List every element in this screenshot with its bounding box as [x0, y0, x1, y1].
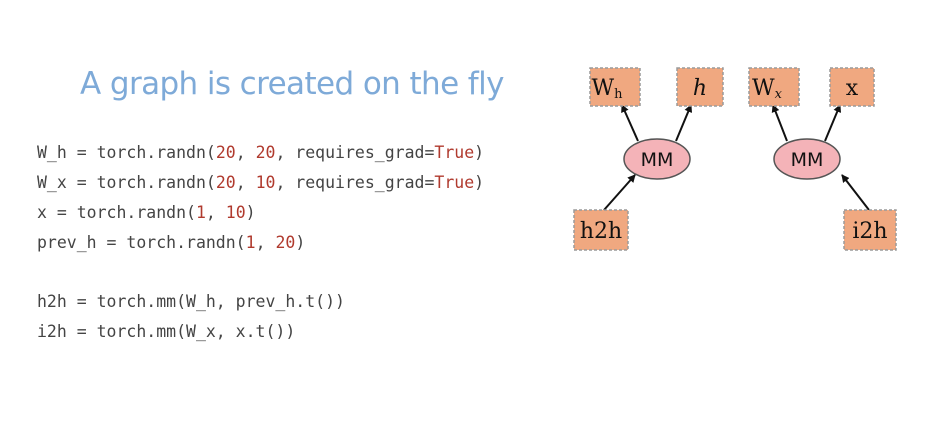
- code-token: 20: [255, 143, 276, 162]
- svg-text:MM: MM: [641, 149, 674, 171]
- code-token: prev_h = torch.randn(: [37, 233, 246, 252]
- edge-i2h-to-mm-right: [841, 174, 870, 211]
- code-token: x = torch.randn(: [37, 203, 196, 222]
- code-token: ,: [255, 233, 276, 252]
- code-token: 20: [215, 173, 236, 192]
- code-token: ,: [235, 173, 256, 192]
- node-mm-left: MM: [623, 138, 691, 180]
- svg-text:x: x: [846, 76, 859, 101]
- edge-mm-right-to-x: [824, 104, 841, 142]
- svg-text:h2h: h2h: [580, 219, 622, 244]
- svg-text:Wx: Wx: [752, 76, 783, 102]
- code-line: W_x = torch.randn(20, 10, requires_grad=…: [37, 168, 484, 198]
- node-h2h: h2h: [573, 209, 629, 251]
- code-line: prev_h = torch.randn(1, 20): [37, 228, 484, 258]
- code-token: , requires_grad=: [275, 143, 435, 162]
- svg-text:MM: MM: [791, 149, 824, 171]
- code-token: 10: [255, 173, 276, 192]
- code-line: W_h = torch.randn(20, 20, requires_grad=…: [37, 138, 484, 168]
- slide-title: A graph is created on the fly: [80, 66, 504, 102]
- svg-text:i2h: i2h: [852, 219, 887, 244]
- code-token: ): [295, 233, 306, 252]
- svg-text:h: h: [693, 76, 707, 101]
- computation-graph: Wh h Wx x MM MM h2h i2h: [573, 67, 897, 251]
- code-token: ,: [205, 203, 226, 222]
- edge-h2h-to-mm-left: [603, 174, 636, 211]
- edge-mm-right-to-wx: [771, 104, 788, 142]
- node-h: h: [676, 67, 724, 107]
- code-token: i2h = torch.mm(W_x, x.t()): [37, 322, 296, 341]
- code-line: h2h = torch.mm(W_h, prev_h.t()): [37, 287, 484, 317]
- node-mm-right: MM: [773, 138, 841, 180]
- code-token: 20: [275, 233, 296, 252]
- code-token: ): [245, 203, 256, 222]
- code-token: 20: [215, 143, 236, 162]
- edge-mm-left-to-wh: [621, 104, 639, 142]
- code-token: W_x = torch.randn(: [37, 173, 216, 192]
- node-x: x: [829, 67, 875, 107]
- code-line: i2h = torch.mm(W_x, x.t()): [37, 317, 484, 347]
- code-line: x = torch.randn(1, 10): [37, 198, 484, 228]
- code-token: 1: [195, 203, 206, 222]
- code-token: , requires_grad=: [275, 173, 435, 192]
- node-w-x: Wx: [748, 67, 800, 107]
- code-token: h2h = torch.mm(W_h, prev_h.t()): [37, 292, 345, 311]
- code-token: ,: [235, 143, 256, 162]
- edge-mm-left-to-h: [675, 104, 692, 142]
- code-token: 1: [245, 233, 256, 252]
- code-token: 10: [225, 203, 246, 222]
- code-blank-line: [37, 258, 484, 287]
- code-token: True: [434, 173, 475, 192]
- code-token: ): [474, 173, 485, 192]
- node-w-h: Wh: [589, 67, 641, 107]
- code-token: ): [474, 143, 485, 162]
- svg-text:Wh: Wh: [592, 76, 624, 102]
- code-token: True: [434, 143, 475, 162]
- node-i2h: i2h: [843, 209, 897, 251]
- code-token: W_h = torch.randn(: [37, 143, 216, 162]
- code-block: W_h = torch.randn(20, 20, requires_grad=…: [37, 138, 484, 347]
